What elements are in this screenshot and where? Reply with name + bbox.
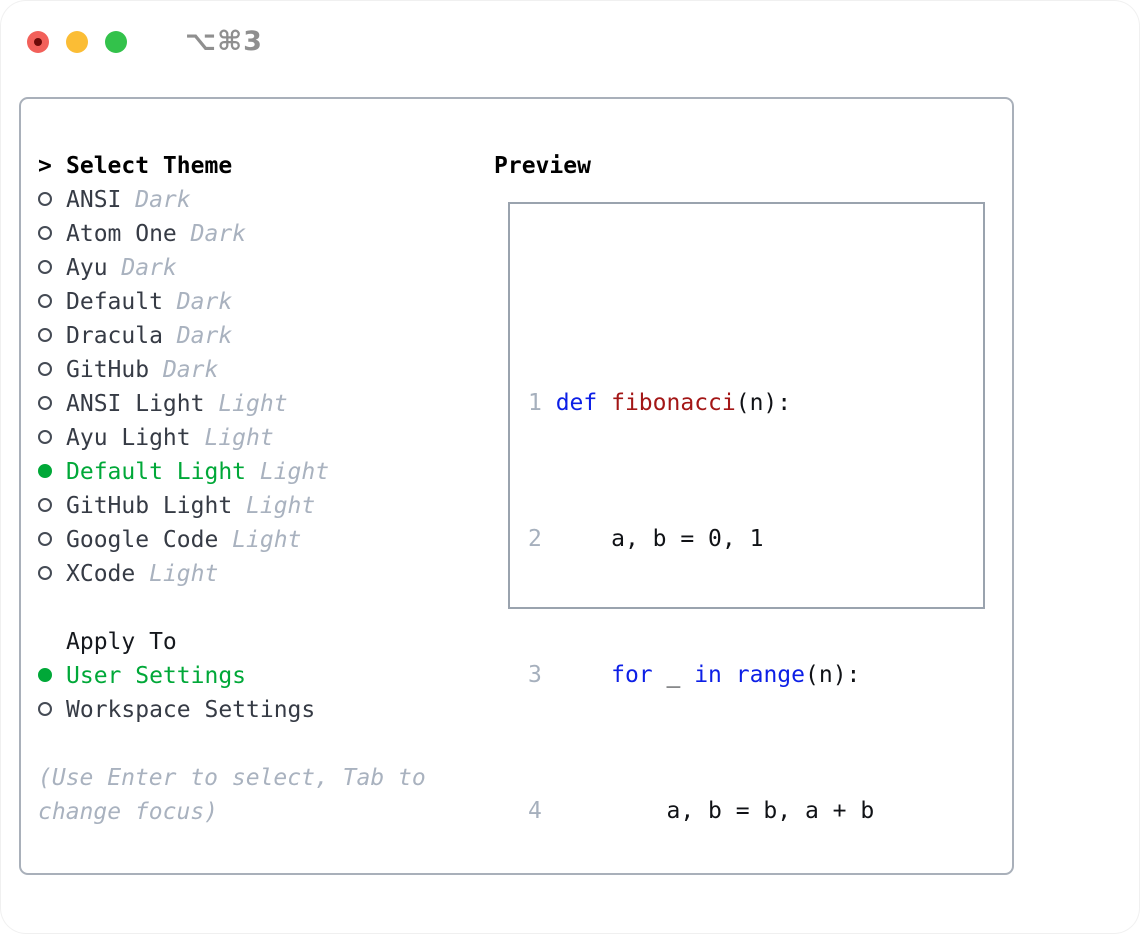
select-theme-header-label: Select Theme bbox=[66, 153, 233, 179]
zoom-button[interactable] bbox=[105, 30, 127, 53]
theme-variant-tag: Dark bbox=[176, 289, 233, 315]
radio-icon bbox=[38, 668, 52, 682]
preview-line: 5 return a bbox=[528, 930, 983, 934]
help-text-line: (Use Enter to select, Tab to bbox=[38, 765, 426, 791]
theme-name: Default bbox=[66, 289, 163, 315]
window-titlebar: ⌥⌘3 bbox=[27, 26, 263, 57]
theme-name: Ayu Light bbox=[66, 425, 191, 451]
theme-variant-tag: Light bbox=[259, 459, 330, 485]
preview-line: 2 a, b = 0, 1 bbox=[528, 526, 764, 552]
apply-to-header: Apply To bbox=[38, 625, 494, 659]
spacer bbox=[38, 591, 494, 625]
theme-variant-tag: Dark bbox=[121, 255, 177, 281]
theme-name: GitHub Light bbox=[66, 493, 233, 519]
apply-to-option-label: User Settings bbox=[66, 663, 247, 689]
radio-icon bbox=[38, 396, 52, 410]
radio-icon bbox=[38, 226, 52, 240]
line-number: 2 bbox=[528, 526, 542, 552]
radio-icon bbox=[38, 260, 52, 274]
theme-variant-tag: Light bbox=[246, 493, 316, 519]
apply-to-option[interactable]: Workspace Settings bbox=[38, 693, 494, 727]
theme-variant-tag: Light bbox=[232, 527, 302, 553]
line-number: 3 bbox=[528, 662, 542, 688]
theme-variant-tag: Dark bbox=[135, 187, 191, 213]
radio-icon bbox=[38, 566, 52, 580]
theme-option[interactable]: GitHub Dark bbox=[38, 353, 494, 387]
spacer bbox=[38, 727, 494, 761]
theme-option[interactable]: XCode Light bbox=[38, 557, 494, 591]
theme-option[interactable]: Default Dark bbox=[38, 285, 494, 319]
keyboard-shortcut-label: ⌥⌘3 bbox=[185, 26, 263, 57]
radio-icon bbox=[38, 192, 52, 206]
radio-icon bbox=[38, 294, 52, 308]
theme-name: Default Light bbox=[66, 459, 247, 485]
radio-icon bbox=[38, 498, 52, 512]
help-text: (Use Enter to select, Tab to change focu… bbox=[38, 761, 494, 829]
radio-icon bbox=[38, 702, 52, 716]
theme-name: ANSI Light bbox=[66, 391, 205, 417]
preview-title: Preview bbox=[494, 153, 591, 179]
theme-option[interactable]: Dracula Dark bbox=[38, 319, 494, 353]
theme-variant-tag: Light bbox=[149, 561, 219, 587]
radio-icon bbox=[38, 532, 52, 546]
radio-icon bbox=[38, 430, 52, 444]
theme-name: Dracula bbox=[66, 323, 163, 349]
preview-line: 4 a, b = b, a + b bbox=[528, 798, 875, 824]
help-text-line: change focus) bbox=[38, 799, 219, 825]
theme-variant-tag: Light bbox=[204, 425, 274, 451]
theme-name: Ayu bbox=[66, 255, 108, 281]
close-button[interactable] bbox=[27, 30, 49, 53]
theme-name: ANSI bbox=[66, 187, 122, 213]
theme-name: Google Code bbox=[66, 527, 219, 553]
line-number: 1 bbox=[528, 390, 542, 416]
minimize-button[interactable] bbox=[66, 30, 88, 53]
apply-to-option[interactable]: User Settings bbox=[38, 659, 494, 693]
radio-icon bbox=[38, 362, 52, 376]
preview-line: 3 for _ in range(n): bbox=[528, 662, 861, 688]
select-theme-header: > Select Theme bbox=[38, 149, 494, 183]
theme-variant-tag: Dark bbox=[162, 357, 219, 383]
focus-pointer-icon: > bbox=[38, 153, 52, 179]
theme-option[interactable]: ANSI Light Light bbox=[38, 387, 494, 421]
theme-option[interactable]: Default Light Light bbox=[38, 455, 494, 489]
theme-variant-tag: Dark bbox=[176, 323, 233, 349]
theme-option[interactable]: ANSI Dark bbox=[38, 183, 494, 217]
apply-to-options-list: User Settings Workspace Settings bbox=[38, 659, 494, 727]
theme-option[interactable]: Atom One Dark bbox=[38, 217, 494, 251]
theme-variant-tag: Dark bbox=[190, 221, 247, 247]
theme-name: Atom One bbox=[66, 221, 177, 247]
theme-variant-tag: Light bbox=[218, 391, 288, 417]
theme-option[interactable]: Ayu Light Light bbox=[38, 421, 494, 455]
theme-name: XCode bbox=[66, 561, 136, 587]
theme-option[interactable]: Ayu Dark bbox=[38, 251, 494, 285]
apply-to-option-label: Workspace Settings bbox=[66, 697, 316, 723]
apply-to-header-label: Apply To bbox=[66, 629, 177, 655]
theme-option[interactable]: GitHub Light Light bbox=[38, 489, 494, 523]
theme-option[interactable]: Google Code Light bbox=[38, 523, 494, 557]
radio-icon bbox=[38, 464, 52, 478]
line-number: 4 bbox=[528, 798, 542, 824]
theme-name: GitHub bbox=[66, 357, 150, 383]
radio-icon bbox=[38, 328, 52, 342]
